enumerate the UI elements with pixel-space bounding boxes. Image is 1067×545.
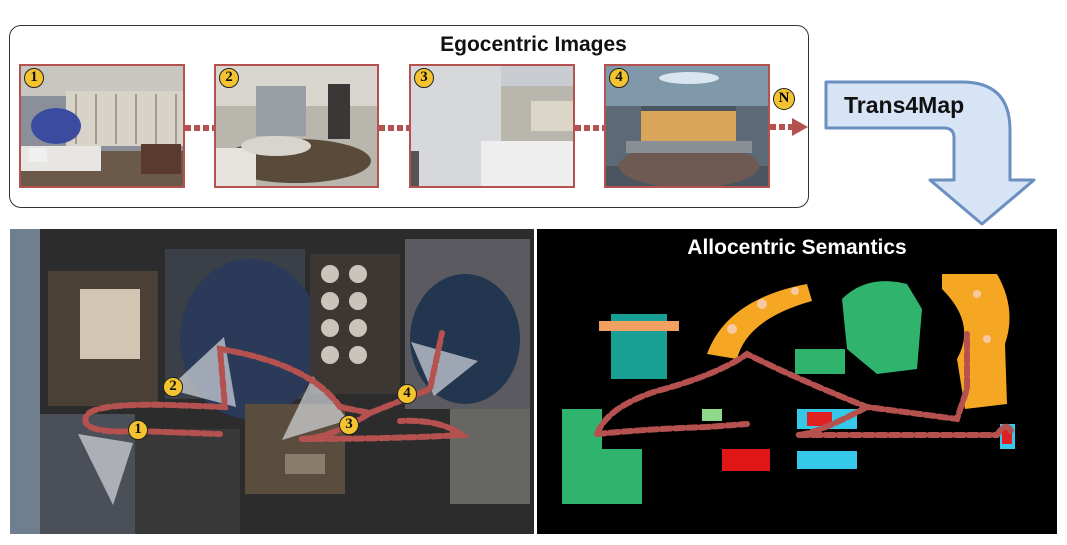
map-marker-4: 4 bbox=[397, 384, 417, 404]
end-arrow bbox=[770, 118, 808, 136]
connector-2-3 bbox=[379, 125, 409, 131]
step-badge-1: 1 bbox=[24, 68, 44, 88]
connector-1-2 bbox=[185, 125, 214, 131]
ego-image-1 bbox=[19, 64, 185, 188]
semantic-map: Allocentric Semantics bbox=[537, 229, 1057, 534]
connector-3-4 bbox=[575, 125, 604, 131]
model-label: Trans4Map bbox=[844, 92, 965, 118]
egocentric-title: Egocentric Images bbox=[440, 33, 627, 56]
ego-image-3 bbox=[409, 64, 575, 188]
map-marker-3: 3 bbox=[339, 415, 359, 435]
map-marker-2: 2 bbox=[163, 377, 183, 397]
map-marker-1: 1 bbox=[128, 420, 148, 440]
ego-image-4 bbox=[604, 64, 770, 188]
step-badge-2: 2 bbox=[219, 68, 239, 88]
ego-image-2 bbox=[214, 64, 379, 188]
topdown-map bbox=[10, 229, 534, 534]
step-badge-3: 3 bbox=[414, 68, 434, 88]
end-step-badge: N bbox=[773, 88, 795, 110]
semantic-title: Allocentric Semantics bbox=[687, 236, 907, 259]
trans4map-arrow bbox=[824, 80, 1036, 226]
step-badge-4: 4 bbox=[609, 68, 629, 88]
